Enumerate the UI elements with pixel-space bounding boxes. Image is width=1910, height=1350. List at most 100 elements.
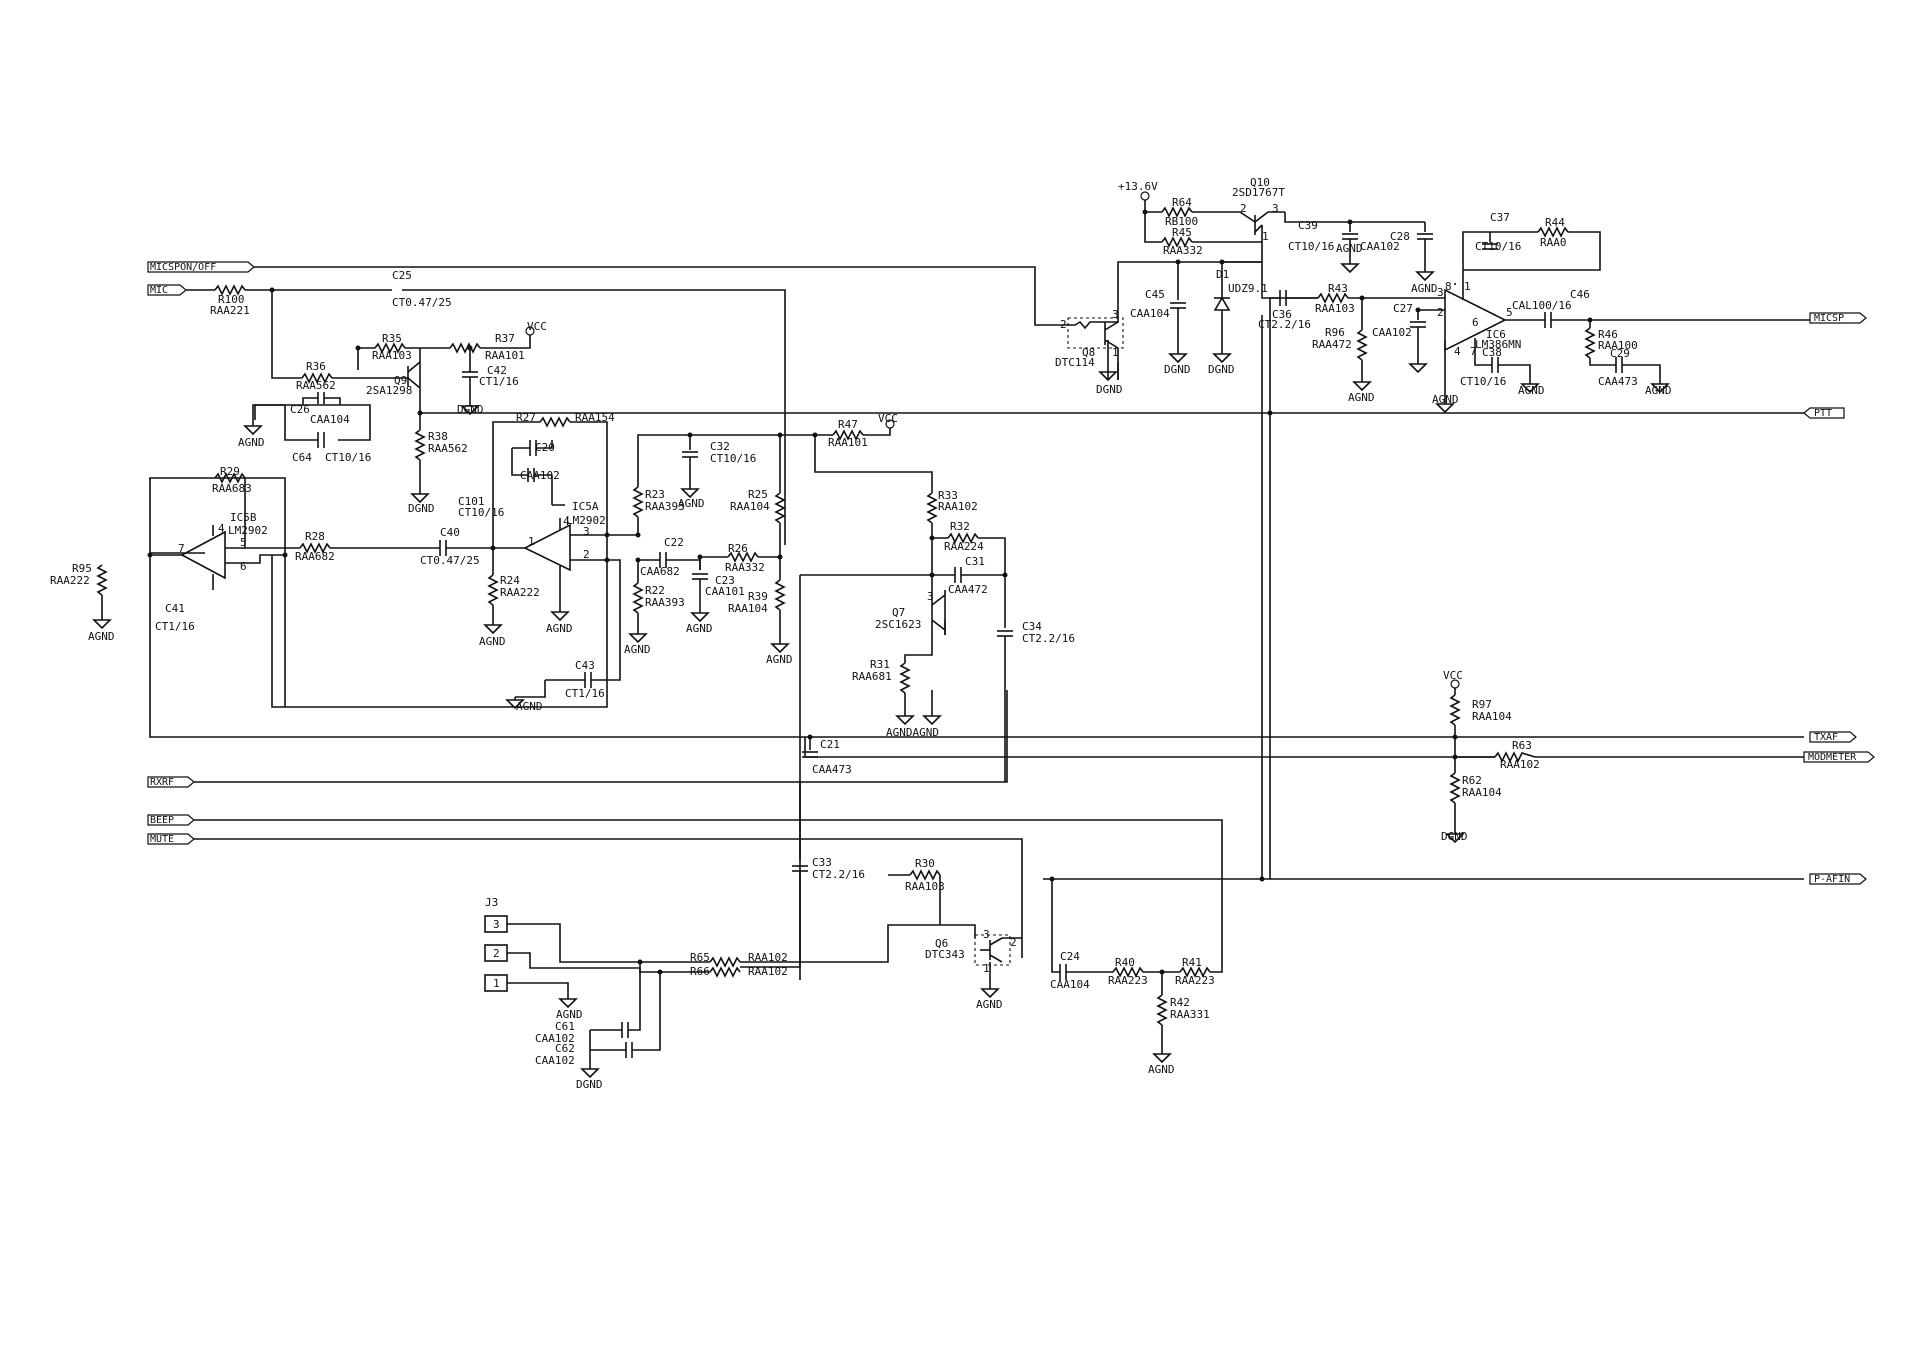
- svg-text:R22: R22: [645, 584, 665, 597]
- svg-text:C21: C21: [820, 738, 840, 751]
- svg-text:RAA222: RAA222: [50, 574, 90, 587]
- gnd-agnd-r95: AGND: [88, 595, 115, 643]
- svg-text:Q10: Q10: [1250, 176, 1270, 189]
- svg-text:RAA223: RAA223: [1175, 974, 1215, 987]
- svg-text:2SA1298: 2SA1298: [366, 384, 412, 397]
- svg-text:RAA562: RAA562: [296, 379, 336, 392]
- svg-text:RAA102: RAA102: [1500, 758, 1540, 771]
- svg-text:R31: R31: [870, 658, 890, 671]
- svg-text:C25: C25: [392, 269, 412, 282]
- svg-text:RAA102: RAA102: [748, 951, 788, 964]
- svg-text:C61: C61: [555, 1020, 575, 1033]
- svg-text:RAA104: RAA104: [1472, 710, 1512, 723]
- svg-text:C64: C64: [292, 451, 312, 464]
- svg-text:DGND: DGND: [1441, 830, 1468, 843]
- svg-text:RAA223: RAA223: [1108, 974, 1148, 987]
- q7-area: 3: [799, 435, 1013, 980]
- svg-text:CAA102: CAA102: [1372, 326, 1412, 339]
- svg-text:RAA102: RAA102: [748, 965, 788, 978]
- ic6-area: 3 2 5 6 4 7 8 1: [1269, 222, 1810, 879]
- svg-text:CAA472: CAA472: [948, 583, 988, 596]
- svg-text:C62: C62: [555, 1042, 575, 1055]
- svg-text:LM2902: LM2902: [566, 514, 606, 527]
- ic6-pin7: 7: [1470, 345, 1477, 358]
- svg-text:CT10/16: CT10/16: [1288, 240, 1334, 253]
- svg-text:3: 3: [983, 928, 990, 941]
- svg-text:CAA104: CAA104: [1130, 307, 1170, 320]
- svg-text:R97: R97: [1472, 698, 1492, 711]
- svg-text:AGND: AGND: [624, 643, 651, 656]
- svg-text:AGND: AGND: [238, 436, 265, 449]
- svg-text:RAA682: RAA682: [295, 550, 335, 563]
- svg-text:C37: C37: [1490, 211, 1510, 224]
- svg-text:LM2902: LM2902: [228, 524, 268, 537]
- svg-text:R95: R95: [72, 562, 92, 575]
- svg-text:CAA102: CAA102: [535, 1032, 575, 1045]
- wires: [149, 266, 1804, 958]
- svg-text:R25: R25: [748, 488, 768, 501]
- svg-text:C29: C29: [1610, 347, 1630, 360]
- port-modmeter: MODMETER: [1803, 751, 1875, 763]
- port-mute: MUTE: [147, 833, 195, 845]
- svg-text:DGND: DGND: [1208, 363, 1235, 376]
- svg-text:CAA682: CAA682: [640, 565, 680, 578]
- svg-text:2SD1767T: 2SD1767T: [1232, 186, 1285, 199]
- ic6-pin8: 8: [1445, 280, 1452, 293]
- svg-text:CAA102: CAA102: [1360, 240, 1400, 253]
- svg-text:CT10/16: CT10/16: [458, 506, 504, 519]
- ic5a-pin3: 3: [583, 525, 590, 538]
- svg-text:CT2.2/16: CT2.2/16: [1258, 318, 1311, 331]
- ic5b-pin5: 5: [240, 536, 247, 549]
- svg-text:CT2.2/16: CT2.2/16: [812, 868, 865, 881]
- svg-text:AGND: AGND: [1411, 282, 1438, 295]
- svg-text:DGND: DGND: [457, 403, 484, 416]
- junctions: [147, 209, 1593, 975]
- svg-text:CAA102: CAA102: [535, 1054, 575, 1067]
- svg-text:CT10/16: CT10/16: [1475, 240, 1521, 253]
- gnd-agnd-c26: AGND: [238, 420, 265, 449]
- svg-text:RAA154: RAA154: [575, 411, 615, 424]
- svg-text:UDZ9.1: UDZ9.1: [1228, 282, 1268, 295]
- ic5a-pin2: 2: [583, 548, 590, 561]
- svg-text:AGND: AGND: [976, 998, 1003, 1011]
- svg-text:RAA102: RAA102: [938, 500, 978, 513]
- svg-text:1: 1: [1262, 230, 1269, 243]
- transistor-pins: 2 3 1 2 3 1 2 3 1: [983, 202, 1279, 975]
- svg-text:CT0.47/25: CT0.47/25: [392, 296, 452, 309]
- svg-text:AGND: AGND: [1336, 242, 1363, 255]
- gnd-dgnd-c62: DGND: [576, 1065, 603, 1091]
- port-beep-label: BEEP: [150, 815, 174, 826]
- svg-text:AGND: AGND: [1432, 393, 1459, 406]
- port-mic: MIC: [147, 284, 187, 296]
- gnd-dgnd-c42: DGND: [457, 402, 484, 416]
- svg-text:R28: R28: [305, 530, 325, 543]
- vcc-r47: VCC: [878, 412, 898, 425]
- gnd-agnd-ic5a: AGND: [546, 608, 573, 635]
- port-ptt: PTT: [1803, 407, 1845, 419]
- svg-text:C31: C31: [965, 555, 985, 568]
- svg-text:C34: C34: [1022, 620, 1042, 633]
- power-switch-area: [1055, 191, 1425, 380]
- svg-text:RAA562: RAA562: [428, 442, 468, 455]
- svg-text:R65: R65: [690, 951, 710, 964]
- svg-text:C46: C46: [1570, 288, 1590, 301]
- svg-text:LM386MN: LM386MN: [1475, 338, 1521, 351]
- gnd-dgnd-r38: DGND: [408, 490, 435, 515]
- port-txaf-label: TXAF: [1814, 732, 1838, 743]
- ic6-pin1: 1: [1464, 280, 1471, 293]
- gnd-agnd-r42: AGND: [1148, 1050, 1175, 1076]
- gnd-agnd-ic6: AGND: [1432, 393, 1459, 414]
- svg-text:AGND: AGND: [678, 497, 705, 510]
- svg-text:C32: C32: [710, 440, 730, 453]
- svg-text:C45: C45: [1145, 288, 1165, 301]
- j3-connector: 3 2 1: [484, 874, 1022, 1065]
- svg-text:Q9: Q9: [394, 374, 407, 387]
- svg-text:AGNDAGND: AGNDAGND: [886, 726, 939, 739]
- svg-text:DTC343: DTC343: [925, 948, 965, 961]
- svg-text:AGND: AGND: [1645, 384, 1672, 397]
- svg-text:J3: J3: [485, 896, 498, 909]
- svg-text:C23: C23: [715, 574, 735, 587]
- vcc-r97: VCC: [1443, 669, 1463, 682]
- svg-text:R100: R100: [218, 293, 245, 306]
